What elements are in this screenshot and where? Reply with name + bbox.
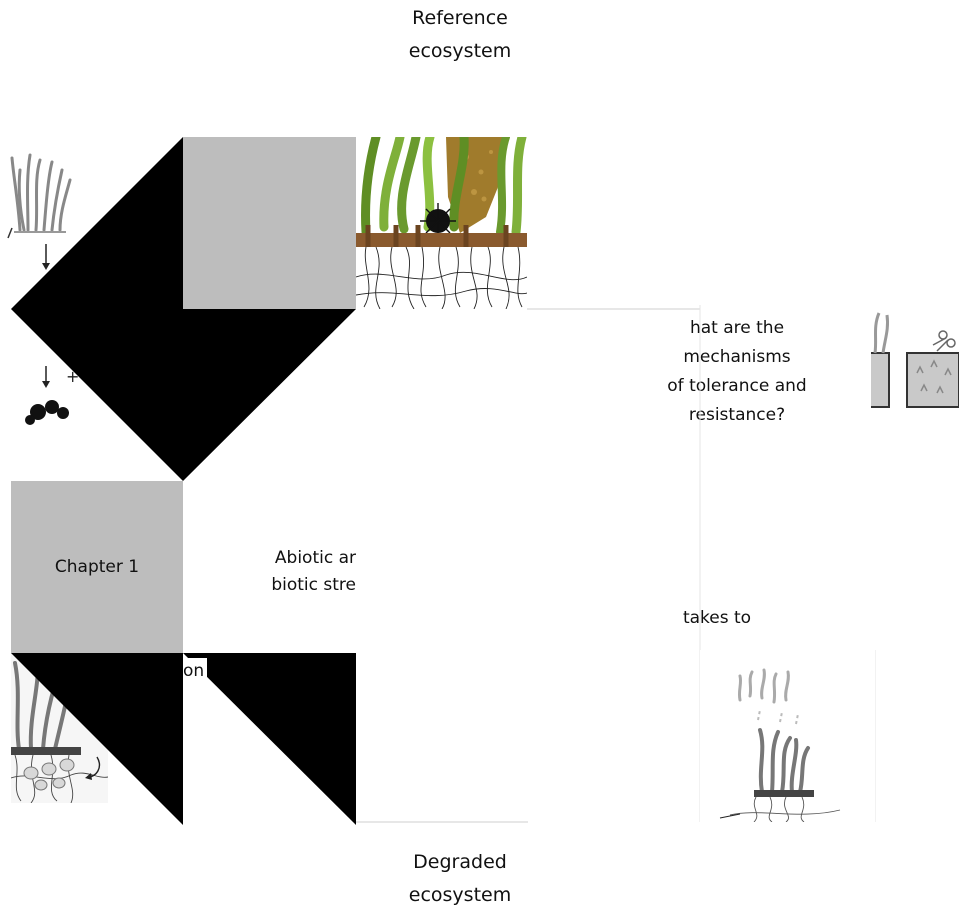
seagrass-process-icon: + [7,153,79,425]
gray-tile-top [183,137,356,309]
degraded-ecosystem-label: Degraded ecosystem [408,851,512,906]
text-fragment: on [183,658,207,686]
chapter-1-chip[interactable]: Chapter 1 [11,481,183,653]
tolerance-question-panel: hat are the mechanisms of tolerance and … [527,309,871,477]
question-line: mechanisms [683,347,791,367]
question-line: of tolerance and [667,376,807,396]
question-line: resistance? [688,405,786,425]
seagrass-reference-icon [356,137,527,309]
reference-ecosystem-label: Reference ecosystem [408,7,512,62]
question-line: hat are the [689,318,785,338]
scissors-icon [871,312,959,408]
stressors-text: Abiotic ar biotic stre [271,548,356,595]
chapter-1-label: Chapter 1 [54,557,140,577]
seagrass-loss-icon [700,650,875,822]
takes-to-panel: takes to [527,477,871,650]
